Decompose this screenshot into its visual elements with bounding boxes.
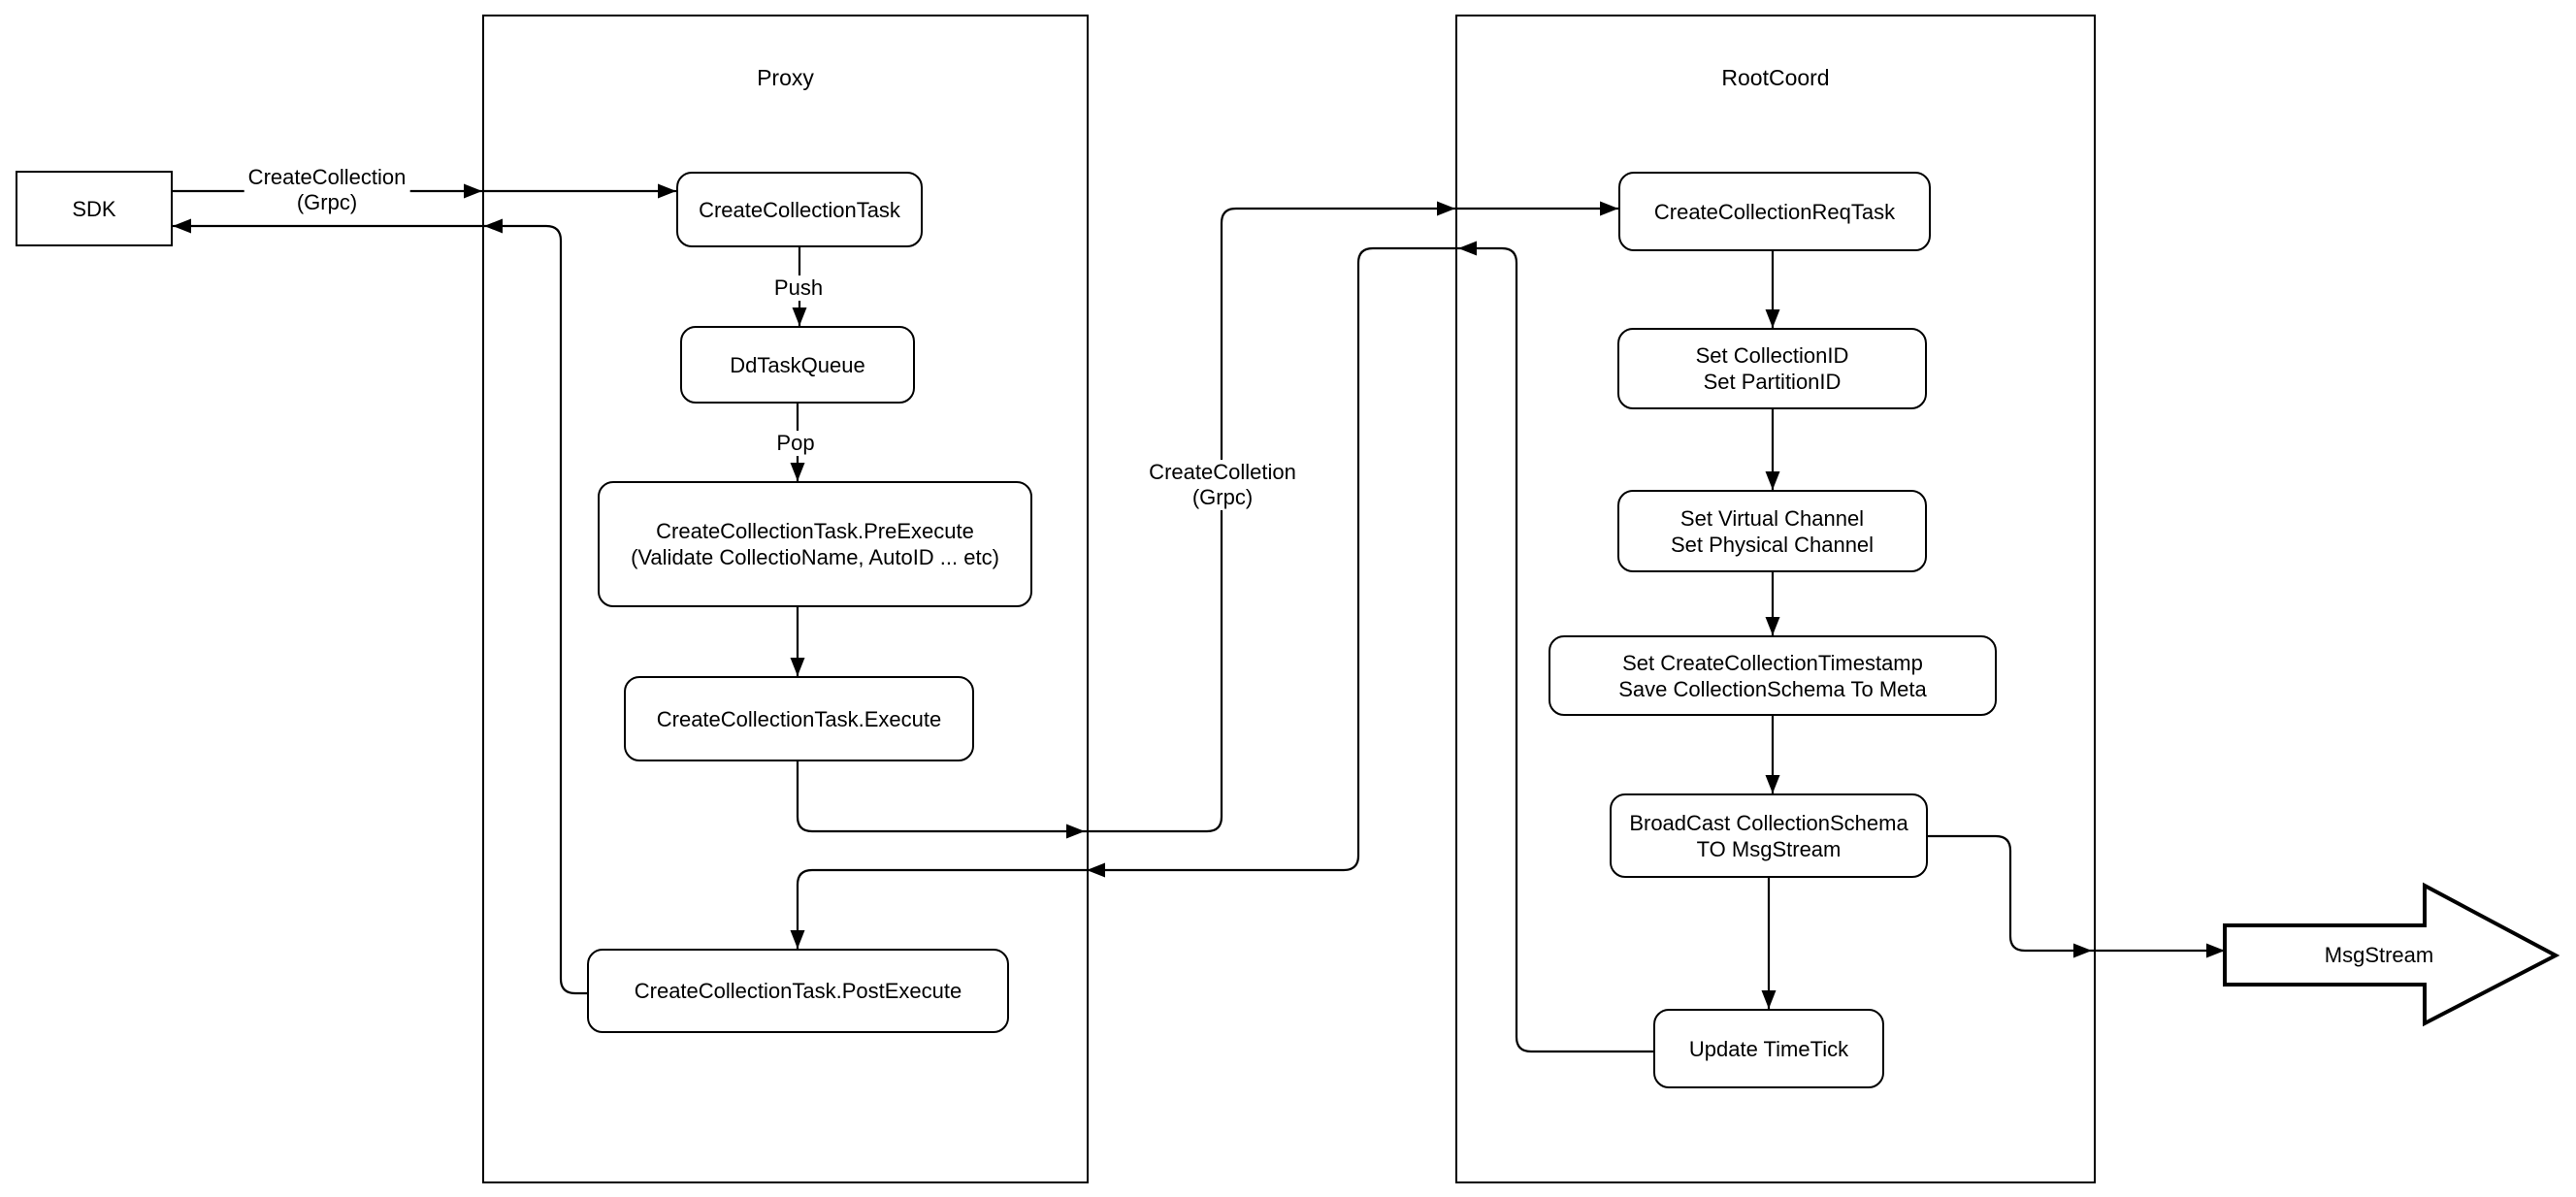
node-post-execute: CreateCollectionTask.PostExecute [587, 949, 1009, 1033]
node-sdk-label: SDK [72, 196, 116, 221]
edge-execute-to-reqtask [796, 207, 1618, 833]
node-set-virtual-physical-channel-label: Set Virtual Channel Set Physical Channel [1670, 505, 1875, 557]
node-sdk: SDK [16, 171, 173, 246]
arrowheads [173, 183, 2225, 1009]
rootcoord-container: RootCoord [1455, 15, 2096, 1183]
node-create-collection-req-task-label: CreateCollectionReqTask [1653, 199, 1896, 224]
edge-postexecute-to-sdk [173, 224, 587, 995]
proxy-container-title: Proxy [757, 65, 814, 90]
node-execute-label: CreateCollectionTask.Execute [656, 706, 942, 731]
node-set-collectionid-partitionid-label: Set CollectionID Set PartitionID [1695, 343, 1849, 394]
msgstream-arrow-shape [2223, 882, 2560, 1027]
node-post-execute-label: CreateCollectionTask.PostExecute [634, 979, 962, 1003]
edge-label-createcollection-grpc: CreateCollection (Grpc) [244, 165, 410, 215]
node-update-timetick-label: Update TimeTick [1688, 1036, 1849, 1061]
proxy-container: Proxy [482, 15, 1089, 1183]
edge-updatetimetick-to-postexecute [796, 246, 1653, 1053]
node-create-collection-task-label: CreateCollectionTask [699, 197, 900, 222]
edge-label-pop: Pop [772, 431, 819, 456]
node-dd-task-queue: DdTaskQueue [680, 326, 915, 404]
node-update-timetick: Update TimeTick [1653, 1009, 1884, 1088]
edge-label-createcolletion-grpc: CreateColletion (Grpc) [1145, 460, 1300, 510]
edge-broadcast-to-msgstream [1928, 834, 2225, 953]
node-broadcast-collectionschema: BroadCast CollectionSchema TO MsgStream [1610, 793, 1928, 878]
msgstream-label: MsgStream [2324, 943, 2434, 967]
node-set-createcollection-timestamp-label: Set CreateCollectionTimestamp Save Colle… [1618, 650, 1927, 701]
node-set-collectionid-partitionid: Set CollectionID Set PartitionID [1617, 328, 1927, 409]
node-broadcast-collectionschema-label: BroadCast CollectionSchema TO MsgStream [1629, 810, 1908, 861]
node-set-createcollection-timestamp: Set CreateCollectionTimestamp Save Colle… [1549, 635, 1997, 716]
node-create-collection-task: CreateCollectionTask [676, 172, 923, 247]
node-execute: CreateCollectionTask.Execute [624, 676, 974, 761]
rootcoord-container-title: RootCoord [1721, 65, 1830, 90]
edge-label-push: Push [769, 275, 828, 301]
node-set-virtual-physical-channel: Set Virtual Channel Set Physical Channel [1617, 490, 1927, 572]
node-pre-execute-label: CreateCollectionTask.PreExecute (Validat… [631, 519, 999, 569]
node-create-collection-req-task: CreateCollectionReqTask [1618, 172, 1931, 251]
node-dd-task-queue-label: DdTaskQueue [730, 352, 865, 377]
node-pre-execute: CreateCollectionTask.PreExecute (Validat… [598, 481, 1032, 607]
